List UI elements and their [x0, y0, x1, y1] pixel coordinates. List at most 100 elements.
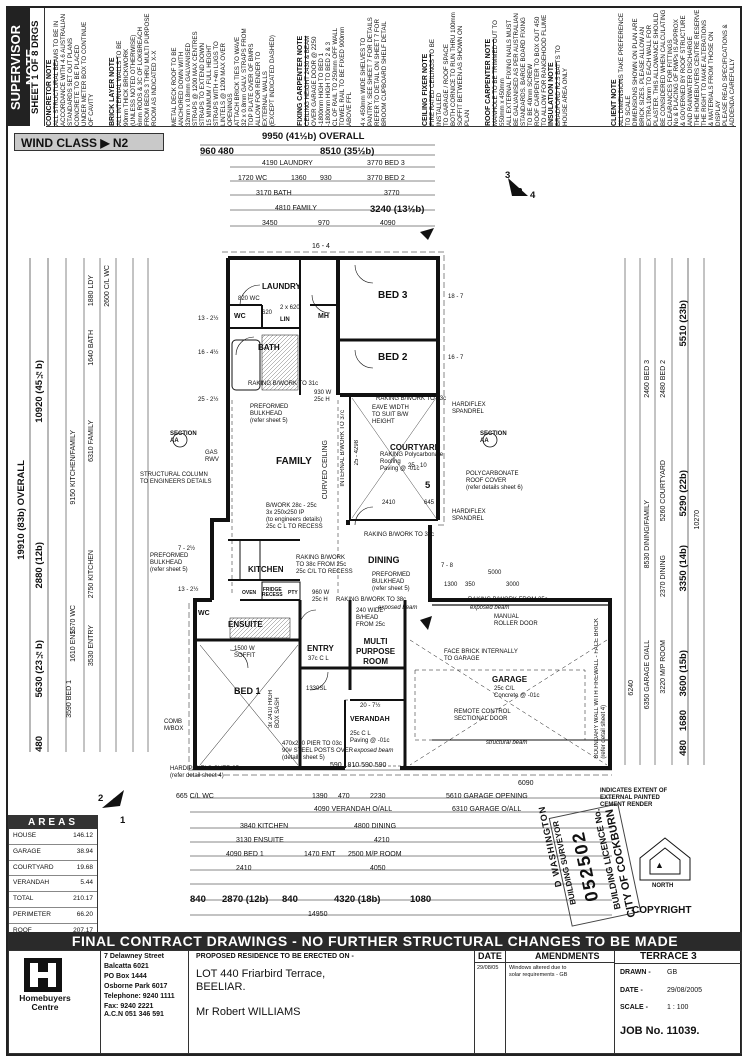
- dim-bot-garage-opening: 5610 GARAGE OPENING: [446, 793, 528, 800]
- dim-right-3600: 3600 (15b): [678, 650, 689, 697]
- dim-3770: 3770: [384, 190, 400, 197]
- note-face-brick: FACE BRICK INTERNALLY TO GARAGE: [444, 649, 518, 662]
- dim-16-4: 16 - 4: [312, 243, 330, 250]
- amendment-date: 29/08/05: [477, 965, 499, 971]
- note-20-7: 20 - 7½: [360, 703, 381, 709]
- note-930: 930 W 25c H: [314, 390, 332, 403]
- compass-number-5: 5: [425, 480, 431, 491]
- note-13-2: 13 - 2½: [178, 587, 199, 593]
- dim-left-10920: 10920 (45½b): [34, 360, 45, 423]
- note-2x620: 2 x 620: [280, 305, 300, 311]
- room-bed3: BED 3: [378, 290, 408, 301]
- section-aa-right: SECTION AA: [480, 431, 507, 444]
- note-620: 620: [262, 310, 273, 316]
- dim-bot-4050: 4050: [370, 865, 386, 872]
- dim-left-2750: 2750 KITCHEN: [88, 550, 95, 599]
- dim-bot-entry: 1470 ENT: [304, 851, 336, 858]
- dim-bot-470: 470: [338, 793, 350, 800]
- areas-row-value: 19.68: [76, 863, 93, 871]
- note-preformed-bulkhead: PREFORMED BULKHEAD (refer sheet 5): [250, 404, 289, 424]
- note-soffit: 1500 W SOFFIT: [234, 646, 256, 659]
- drawn-label: DRAWN -: [620, 969, 651, 976]
- note-verandah-cl: 25c C L Paving @ -01c: [350, 731, 390, 744]
- company-logo: [24, 958, 62, 992]
- dim-left-1880: 1880 LDY: [88, 275, 95, 307]
- note-preformed-3: PREFORMED BULKHEAD (refer sheet 5): [372, 572, 411, 592]
- dim-bot-bed1: 4090 BED 1: [226, 851, 264, 858]
- title-divider-4: [614, 950, 615, 1054]
- room-bath: BATH: [258, 343, 280, 352]
- room-kitchen: KITCHEN: [248, 565, 284, 574]
- room-pty: PTY: [288, 590, 298, 596]
- dim-930: 930: [320, 175, 332, 182]
- dim-right-3350: 3350 (14b): [678, 545, 689, 592]
- dim-bed3: 3770 BED 3: [367, 160, 405, 167]
- dim-bot-840a: 840: [190, 894, 206, 905]
- note-boundary-wall: BOUNDARY WALL WITH FIREWALL - FACE BRICK…: [594, 618, 607, 759]
- dim-overall-width: 9950 (41½b) OVERALL: [262, 131, 365, 142]
- dim-right-2460: 2460 BED 3: [644, 360, 651, 398]
- note-16-4: 16 - 4½: [198, 350, 219, 356]
- sheet-border: [6, 6, 742, 1056]
- dim-right-6240: 6240: [628, 680, 635, 696]
- dim-480: 480: [218, 146, 234, 157]
- title-divider-1: [188, 950, 189, 1054]
- dim-bot-590: 590 1810 590 590: [330, 762, 387, 769]
- note-pier: 470x230 PIER TO 03c 90# STEEL POSTS OVER…: [282, 741, 354, 761]
- dim-3240: 3240 (13½b): [370, 204, 425, 215]
- dim-3450: 3450: [262, 220, 278, 227]
- dim-8510: 8510 (35½b): [320, 146, 375, 157]
- note-courtyard-roof: RAKING Polycarbonate Roofing Paving @ -0…: [380, 452, 444, 472]
- note-960: 960 W 25c H: [312, 590, 330, 603]
- areas-row-value: 5.44: [80, 879, 93, 887]
- dim-bot-6090: 6090: [518, 780, 534, 787]
- dim-right-2480: 2480 BED 2: [660, 360, 667, 398]
- note-1330: 1330SL: [306, 686, 327, 692]
- areas-row-label: GARAGE: [13, 847, 41, 855]
- dim-bot-840b: 840: [282, 894, 298, 905]
- room-lin: LIN: [280, 317, 290, 323]
- dim-right-6350: 6350 GARAGE O/ALL: [644, 640, 651, 710]
- dim-right-1680: 1680: [678, 710, 689, 732]
- room-garage: GARAGE: [492, 675, 528, 684]
- room-verandah: VERANDAH: [350, 716, 390, 723]
- dim-left-3590: 3590 BED 1: [66, 680, 73, 718]
- dim-laundry: 4190 LAUNDRY: [262, 160, 313, 167]
- dim-bot-mp: 2500 M/P ROOM: [348, 851, 402, 858]
- compass-number-3: 3: [505, 170, 511, 181]
- dim-bed2: 3770 BED 2: [367, 175, 405, 182]
- dim-bot-14950: 14950: [308, 911, 328, 918]
- company-address: 7 Delawney Street Balcatta 6021 PO Box 1…: [104, 953, 175, 1010]
- dim-960: 960: [200, 146, 216, 157]
- wind-class-label: WIND CLASS ▶ N2: [14, 133, 164, 151]
- dim-right-2370: 2370 DINING: [660, 555, 667, 598]
- house-type: TERRACE 3: [640, 951, 697, 962]
- note-2410: 2410: [382, 500, 396, 506]
- note-raking-dining-2: RAKING B/WORK TO 38c: [336, 597, 407, 603]
- client-name: Mr Robert WILLIAMS: [196, 1006, 301, 1018]
- note-7-8: 7 - 8: [441, 563, 454, 569]
- stamp-extent-note: INDICATES EXTENT OF EXTERNAL PAINTED CEM…: [600, 788, 668, 808]
- note-hardiflex: HARDIFLEX SPANDREL: [452, 402, 486, 415]
- note-box-sash: 3x 2410 HIGH BOX SASH: [268, 690, 281, 729]
- note-hardipanels: HARDIPANELS OVER 25c (refer detail sheet…: [170, 766, 242, 779]
- note-350: 350: [465, 582, 476, 588]
- compass-number-4: 4: [530, 190, 536, 201]
- note-25-10: 25 - 10: [408, 463, 427, 469]
- amend-header-line: [474, 962, 614, 963]
- dim-bot-4320: 4320 (18b): [334, 894, 381, 905]
- areas-row-value: 66.20: [76, 910, 93, 918]
- dim-bot-2230: 2230: [370, 793, 386, 800]
- note-raking-bed2: RAKING B/WORK TO 43c: [376, 396, 447, 402]
- scale-value: 1 : 100: [667, 1004, 689, 1011]
- notes-strip: CONCRETOR NOTE ALL STRUCTURAL BEAMS TO B…: [46, 8, 736, 127]
- room-multi-purpose: MULTI PURPOSE ROOM: [356, 637, 396, 666]
- areas-row-label: COURTYARD: [13, 863, 54, 871]
- dim-right-10270: 10270: [694, 510, 701, 530]
